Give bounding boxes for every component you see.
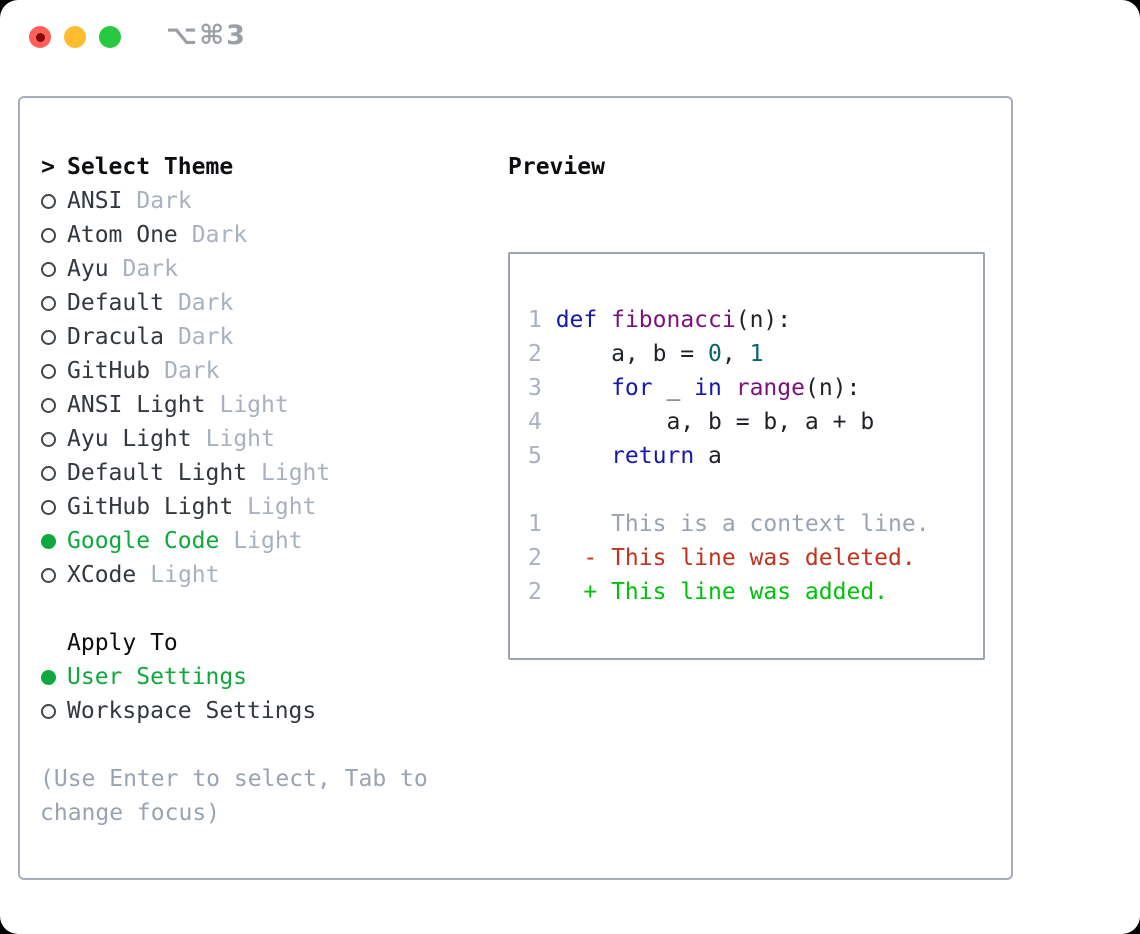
theme-item-ansi-light[interactable]: ANSI Light Light: [40, 388, 485, 422]
unsaved-indicator-dot: [35, 32, 45, 42]
radio-selected-icon: [40, 669, 56, 685]
radio-icon: [40, 703, 56, 719]
theme-item-label: Ayu Light: [67, 426, 192, 452]
radio-icon: [40, 227, 56, 243]
spacer: [40, 592, 485, 626]
code-line: 5 return a: [528, 439, 983, 473]
theme-variant-label: Dark: [191, 222, 248, 248]
select-theme-header-row: > Select Theme: [40, 150, 485, 184]
cursor-arrow-icon: >: [41, 154, 55, 180]
line-number: 4: [528, 409, 542, 435]
theme-item-label: Dracula: [67, 324, 164, 350]
theme-variant-label: Light: [261, 460, 331, 486]
apply-option-label: User Settings: [67, 664, 248, 690]
line-number: 3: [528, 375, 542, 401]
traffic-lights: [29, 26, 121, 48]
radio-icon: [40, 465, 56, 481]
theme-variant-label: Dark: [164, 358, 220, 384]
footer-hint: (Use Enter to select, Tab to change focu…: [40, 766, 428, 826]
window-title-shortcut: ⌥⌘3: [166, 20, 247, 51]
radio-icon: [40, 431, 56, 447]
theme-item-label: Atom One: [67, 222, 178, 248]
apply-option-label: Workspace Settings: [67, 698, 317, 724]
line-number: 5: [528, 443, 542, 469]
theme-item-label: Google Code: [67, 528, 220, 554]
radio-selected-icon: [40, 533, 56, 549]
diff-line-context: 1 This is a context line.: [528, 507, 983, 541]
theme-item-label: Ayu: [67, 256, 109, 282]
theme-variant-label: Light: [150, 562, 220, 588]
theme-item-label: ANSI Light: [67, 392, 206, 418]
apply-option-workspace-settings[interactable]: Workspace Settings: [40, 694, 485, 728]
theme-item-label: GitHub: [67, 358, 151, 384]
theme-variant-label: Light: [219, 392, 289, 418]
theme-item-atom-one[interactable]: Atom One Dark: [40, 218, 485, 252]
radio-icon: [40, 499, 56, 515]
theme-item-xcode[interactable]: XCode Light: [40, 558, 485, 592]
apply-option-user-settings[interactable]: User Settings: [40, 660, 485, 694]
theme-item-google-code[interactable]: Google Code Light: [40, 524, 485, 558]
titlebar: ⌥⌘3: [0, 0, 1140, 74]
apply-to-title: Apply To: [67, 630, 178, 656]
spacer: [40, 728, 485, 762]
select-theme-title: Select Theme: [67, 154, 234, 180]
zoom-button[interactable]: [99, 26, 121, 48]
theme-variant-label: Dark: [177, 324, 234, 350]
radio-icon: [40, 295, 56, 311]
line-number: 2: [528, 579, 542, 605]
radio-icon: [40, 363, 56, 379]
spacer: [528, 473, 983, 507]
theme-variant-label: Dark: [136, 188, 192, 214]
theme-item-default[interactable]: Default Dark: [40, 286, 485, 320]
radio-icon: [40, 567, 56, 583]
theme-item-label: Default Light: [67, 460, 248, 486]
radio-icon: [40, 193, 56, 209]
theme-variant-label: Light: [247, 494, 317, 520]
theme-item-label: ANSI: [67, 188, 123, 214]
code-line: 3 for _ in range(n):: [528, 371, 983, 405]
line-number: 2: [528, 545, 542, 571]
theme-item-dracula[interactable]: Dracula Dark: [40, 320, 485, 354]
apply-to-header-row: Apply To: [40, 626, 485, 660]
code-line: 2 a, b = 0, 1: [528, 337, 983, 371]
theme-item-label: Default: [67, 290, 164, 316]
diff-line-added: 2 + This line was added.: [528, 575, 983, 609]
line-number: 1: [528, 307, 542, 333]
theme-item-default-light[interactable]: Default Light Light: [40, 456, 485, 490]
theme-variant-label: Dark: [122, 256, 178, 282]
diff-preview: 1 This is a context line.2 - This line w…: [528, 507, 983, 609]
line-number: 2: [528, 341, 542, 367]
theme-item-ayu-light[interactable]: Ayu Light Light: [40, 422, 485, 456]
theme-item-label: XCode: [67, 562, 137, 588]
theme-variant-label: Light: [205, 426, 275, 452]
radio-icon: [40, 397, 56, 413]
theme-item-ansi[interactable]: ANSI Dark: [40, 184, 485, 218]
code-line: 4 a, b = b, a + b: [528, 405, 983, 439]
close-button[interactable]: [29, 26, 51, 48]
theme-item-github[interactable]: GitHub Dark: [40, 354, 485, 388]
diff-line-deleted: 2 - This line was deleted.: [528, 541, 983, 575]
theme-variant-label: Dark: [177, 290, 234, 316]
line-number: 1: [528, 511, 542, 537]
theme-item-ayu[interactable]: Ayu Dark: [40, 252, 485, 286]
theme-variant-label: Light: [233, 528, 303, 554]
minimize-button[interactable]: [64, 26, 86, 48]
theme-item-github-light[interactable]: GitHub Light Light: [40, 490, 485, 524]
preview-title: Preview: [508, 154, 605, 180]
theme-item-label: GitHub Light: [67, 494, 234, 520]
radio-icon: [40, 261, 56, 277]
radio-icon: [40, 329, 56, 345]
